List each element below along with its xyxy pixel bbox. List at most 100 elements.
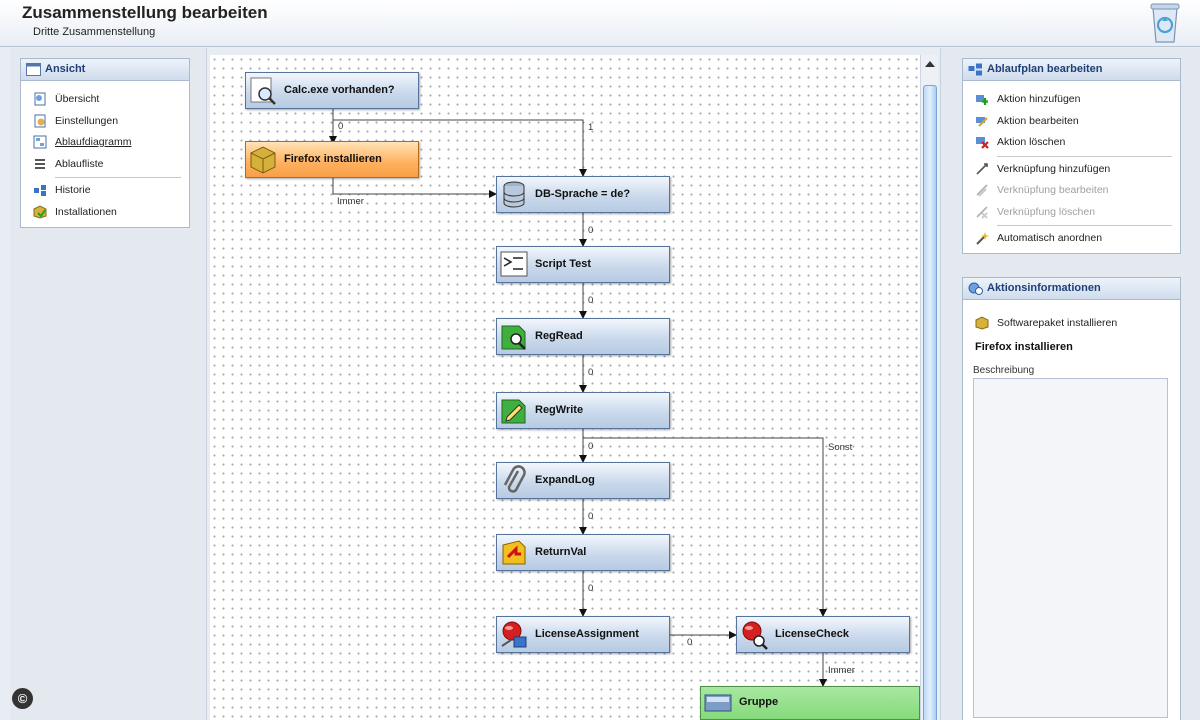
package-icon	[250, 146, 276, 174]
node-license-check[interactable]: LicenseCheck	[736, 616, 910, 653]
action-type-label: Softwarepaket installieren	[997, 317, 1118, 329]
node-calc-exists[interactable]: Calc.exe vorhanden?	[245, 72, 419, 109]
add-action-icon	[976, 95, 988, 105]
nav-item-flowchart[interactable]: Ablaufdiagramm	[21, 132, 189, 154]
edit-action-icon	[976, 116, 988, 127]
action-info-panel-title: Aktionsinformationen	[987, 282, 1101, 294]
nav-item-label: Ablaufliste	[55, 157, 104, 170]
menu-item-label: Verknüpfung bearbeiten	[997, 184, 1109, 196]
edge-label-expandlog-returnval: 0	[588, 511, 594, 522]
flowplan-panel-header[interactable]: Ablaufplan bearbeiten	[963, 59, 1180, 81]
nav-item-overview[interactable]: Übersicht	[21, 89, 189, 111]
page-subtitle: Dritte Zusammenstellung	[33, 26, 156, 38]
node-label: Calc.exe vorhanden?	[284, 84, 395, 96]
menu-item-label: Aktion bearbeiten	[997, 114, 1079, 127]
nav-item-label: Historie	[55, 184, 91, 196]
magic-wand-icon	[976, 232, 989, 245]
view-panel: Ansicht Übersicht Einstellungen Ablaufdi…	[20, 58, 190, 228]
nav-item-label: Ablaufdiagramm	[55, 136, 132, 148]
node-label: ExpandLog	[535, 474, 595, 486]
script-icon	[500, 251, 528, 277]
page-title: Zusammenstellung bearbeiten	[22, 3, 268, 22]
node-label: LicenseCheck	[775, 628, 849, 640]
action-edit-button[interactable]: Aktion bearbeiten	[963, 111, 1180, 133]
delete-link-icon	[976, 205, 988, 219]
paperclip-icon	[503, 465, 526, 493]
link-delete-button[interactable]: Verknüpfung löschen	[963, 202, 1180, 224]
scroll-up-arrow-icon[interactable]	[925, 61, 935, 67]
link-edit-button[interactable]: Verknüpfung bearbeiten	[963, 180, 1180, 202]
separator	[997, 155, 1172, 157]
edge-label-regread-regwrite: 0	[588, 367, 594, 378]
edge-label-calc-db: 1	[588, 122, 594, 133]
edge-label-db-script: 0	[588, 225, 594, 236]
action-info-panel-header[interactable]: Aktionsinformationen	[963, 278, 1180, 300]
menu-item-label: Verknüpfung löschen	[997, 205, 1096, 218]
menu-item-label: Aktion hinzufügen	[997, 93, 1081, 105]
nav-item-history[interactable]: Historie	[21, 180, 189, 202]
recycle-bin-logo-icon	[1150, 3, 1180, 43]
nav-item-settings[interactable]: Einstellungen	[21, 111, 189, 133]
node-regwrite[interactable]: RegWrite	[496, 392, 670, 429]
node-label: Gruppe	[739, 696, 779, 708]
node-expandlog[interactable]: ExpandLog	[496, 462, 670, 499]
node-label: DB-Sprache = de?	[535, 188, 631, 200]
flowplan-panel: Ablaufplan bearbeiten Aktion hinzufügen …	[962, 58, 1181, 254]
node-license-assignment[interactable]: LicenseAssignment	[496, 616, 670, 653]
search-icon	[250, 77, 276, 105]
pane-splitter[interactable]	[940, 48, 950, 720]
settings-icon	[34, 114, 46, 127]
separator	[55, 177, 181, 178]
registry-write-icon	[501, 399, 526, 424]
nav-item-list[interactable]: Ablaufliste	[21, 154, 189, 176]
group-icon	[704, 694, 732, 712]
overview-icon	[34, 92, 46, 106]
nav-item-label: Installationen	[55, 205, 117, 218]
node-db-language[interactable]: DB-Sprache = de?	[496, 176, 670, 213]
flowplan-edit-icon	[968, 63, 982, 76]
connector-lines	[329, 108, 827, 687]
installations-icon	[33, 204, 47, 219]
license-check-icon	[742, 621, 768, 650]
description-textbox[interactable]	[973, 378, 1168, 718]
package-icon	[975, 316, 989, 330]
menu-item-label: Aktion löschen	[997, 136, 1066, 148]
node-label: LicenseAssignment	[535, 628, 639, 640]
flowplan-panel-title: Ablaufplan bearbeiten	[987, 63, 1103, 75]
history-icon	[34, 185, 46, 196]
description-label: Beschreibung	[973, 365, 1035, 376]
node-label: RegWrite	[535, 404, 584, 416]
delete-action-icon	[976, 137, 989, 149]
auto-arrange-button[interactable]: Automatisch anordnen	[963, 228, 1180, 250]
link-add-button[interactable]: Verknüpfung hinzufügen	[963, 159, 1180, 181]
nav-item-installations[interactable]: Installationen	[21, 202, 189, 224]
canvas-vertical-scrollbar[interactable]	[920, 55, 938, 720]
edge-label-returnval-licenseassignment: 0	[588, 583, 594, 594]
nav-item-label: Einstellungen	[55, 114, 119, 127]
edit-link-icon	[976, 184, 988, 197]
action-add-button[interactable]: Aktion hinzufügen	[963, 89, 1180, 111]
view-panel-header[interactable]: Ansicht	[21, 59, 189, 81]
node-regread[interactable]: RegRead	[496, 318, 670, 355]
edge-label-regwrite-licensecheck: Sonst	[828, 442, 853, 453]
node-label: Script Test	[535, 258, 592, 270]
view-panel-icon	[26, 63, 41, 76]
node-label: RegRead	[535, 330, 583, 342]
node-returnval[interactable]: ReturnVal	[496, 534, 670, 571]
node-firefox-install[interactable]: Firefox installieren	[245, 141, 419, 178]
action-type: Softwarepaket installieren	[963, 313, 1180, 335]
scroll-thumb[interactable]	[923, 85, 937, 720]
flow-diagram-canvas[interactable]: 0 1 Immer 0 0 0 0 Sonst 0 0 0 Immer Calc…	[210, 55, 920, 720]
return-icon	[502, 540, 526, 565]
node-script-test[interactable]: Script Test	[496, 246, 670, 283]
action-name: Firefox installieren	[975, 341, 1073, 353]
page-header: Zusammenstellung bearbeiten Dritte Zusam…	[0, 0, 1200, 47]
nav-item-label: Übersicht	[55, 93, 100, 105]
action-info-icon	[968, 282, 983, 295]
copyright-mark: ©	[12, 688, 33, 709]
registry-read-icon	[501, 325, 526, 350]
action-delete-button[interactable]: Aktion löschen	[963, 132, 1180, 154]
node-group[interactable]: Gruppe	[700, 686, 920, 720]
action-info-panel: Aktionsinformationen Softwarepaket insta…	[962, 277, 1181, 720]
edge-label-regwrite-expandlog: 0	[588, 441, 594, 452]
